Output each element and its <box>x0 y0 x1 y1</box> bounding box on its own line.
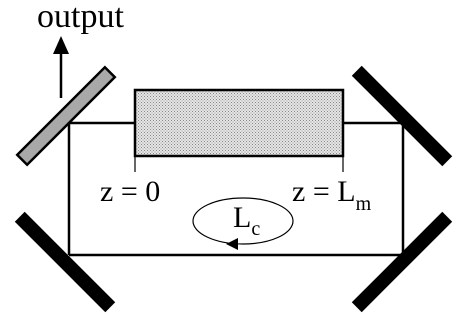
output-coupler <box>15 65 117 167</box>
gain-medium <box>133 88 345 158</box>
output-label: output <box>37 0 124 35</box>
loop-label: Lc <box>233 201 260 240</box>
loop-label-subscript: c <box>251 218 260 240</box>
output-arrow <box>53 36 69 98</box>
beam-path <box>67 121 405 257</box>
loop-label-main: L <box>233 201 251 234</box>
mirror-top-right <box>351 65 453 167</box>
mirror-bottom-right <box>351 211 453 313</box>
z-end-label: z = Lm <box>292 175 372 215</box>
round-trip-loop <box>192 197 294 250</box>
loop-arrow-head <box>226 238 238 250</box>
z-start-label: z = 0 <box>100 175 160 208</box>
z-end-subscript: m <box>356 193 372 215</box>
z-end-main: z = L <box>292 175 356 208</box>
mirror-bottom-left <box>14 211 116 313</box>
